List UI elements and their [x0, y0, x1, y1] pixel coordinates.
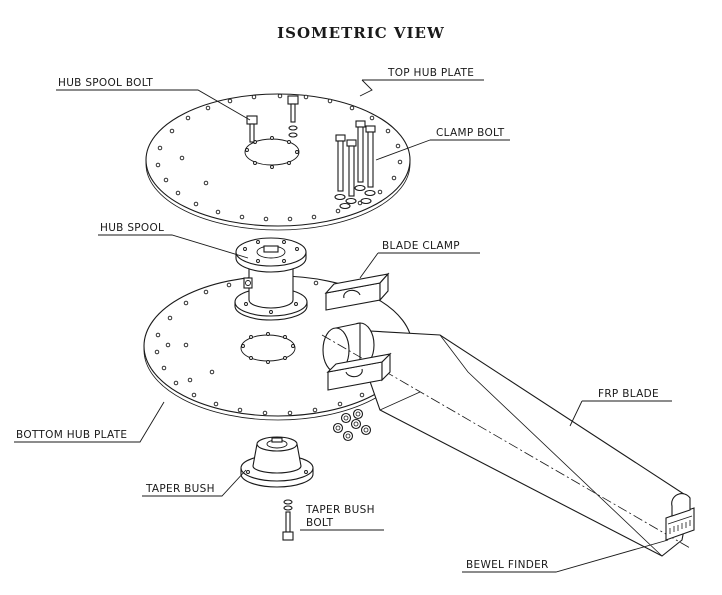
drawing-title: ISOMETRIC VIEW: [277, 24, 445, 42]
hub-spool-bolts: [246, 95, 299, 143]
blade-clamp-upper: [324, 272, 390, 311]
label-bottom-hub-plate: BOTTOM HUB PLATE: [16, 429, 127, 441]
label-taper-bush-bolt-line1: TAPER BUSH: [305, 504, 375, 516]
clamp-nuts: [332, 408, 372, 442]
label-bewel-finder: BEWEL FINDER: [466, 559, 549, 571]
label-clamp-bolt: CLAMP BOLT: [436, 127, 505, 139]
bewel-finder-scale: [669, 520, 691, 534]
label-hub-spool: HUB SPOOL: [100, 222, 164, 234]
label-hub-spool-bolt: HUB SPOOL BOLT: [58, 77, 153, 89]
taper-bush-bolt: [282, 499, 294, 541]
label-top-hub-plate: TOP HUB PLATE: [387, 67, 474, 79]
leader-lines: [14, 79, 672, 573]
label-taper-bush: TAPER BUSH: [145, 483, 215, 495]
clamp-bolts: [334, 120, 376, 210]
label-blade-clamp: BLADE CLAMP: [382, 240, 460, 252]
label-frp-blade: FRP BLADE: [598, 388, 659, 400]
bottom-plate-bolt-holes: [154, 280, 365, 416]
hub-spool: [234, 237, 308, 321]
frp-blade: [321, 322, 695, 557]
label-taper-bush-bolt-line2: BOLT: [306, 517, 334, 529]
taper-bush: [240, 436, 314, 488]
top-hub-plate: [145, 93, 411, 231]
blade-clamp-lower: [326, 352, 392, 391]
